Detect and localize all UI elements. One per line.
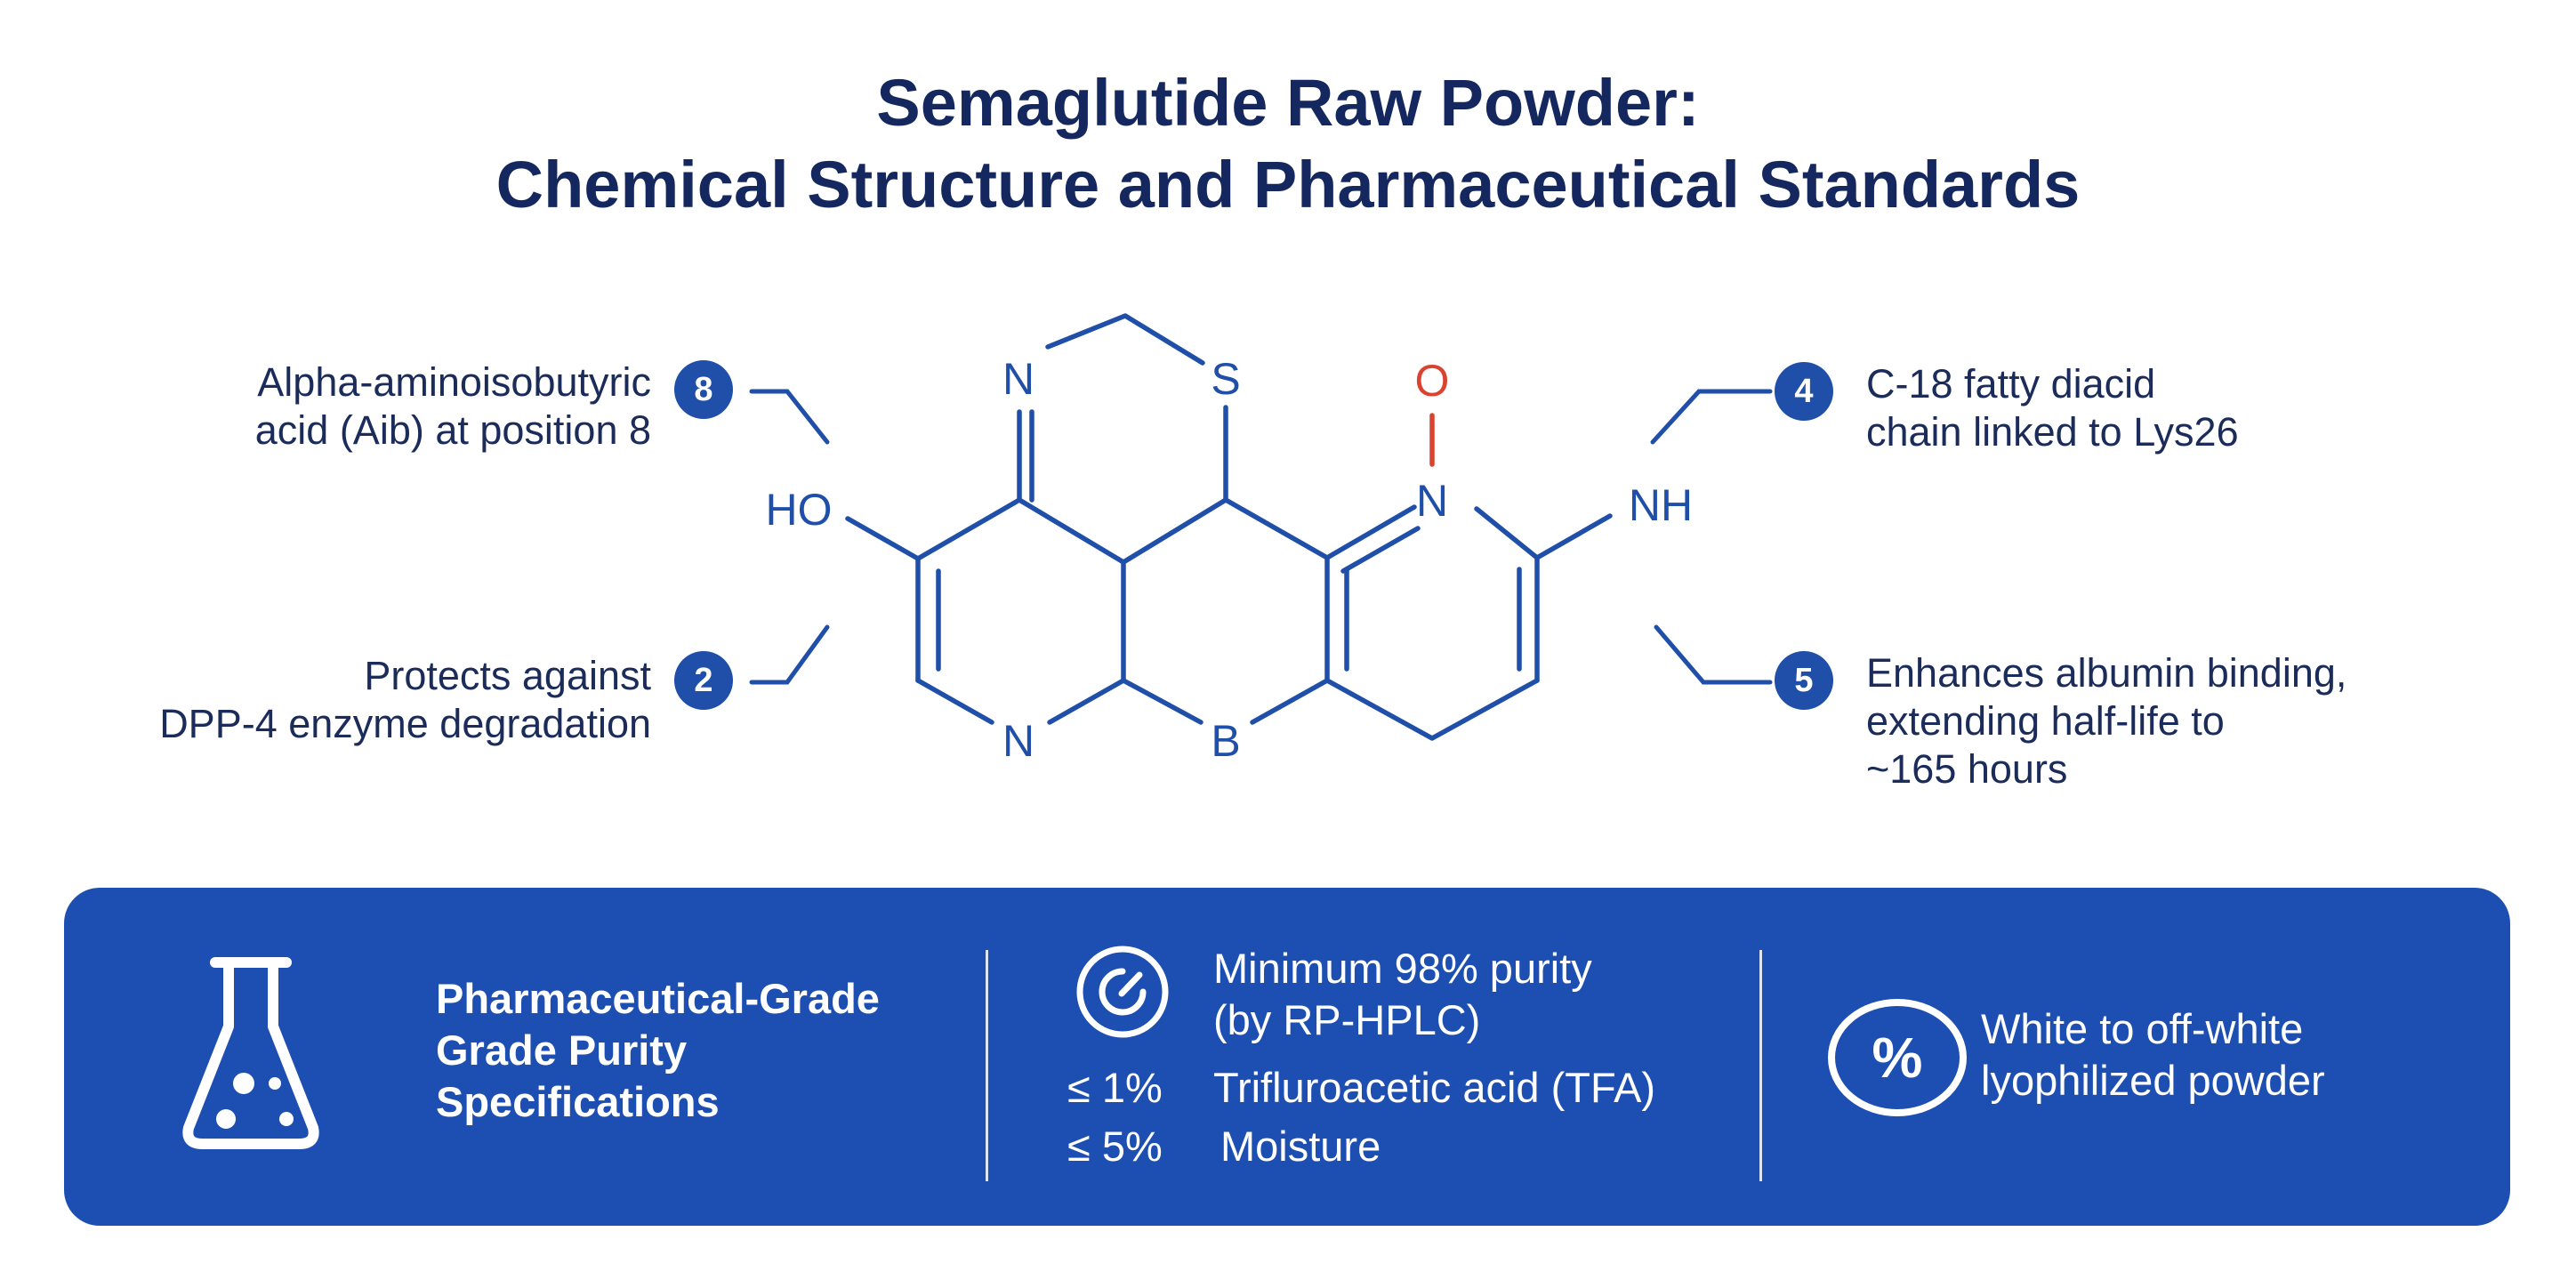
leader-line-5 [1654, 624, 1773, 685]
title-line-2: Chemical Structure and Pharmaceutical St… [495, 148, 2081, 221]
atom-n-top: N [1002, 354, 1034, 404]
page-title: Semaglutide Raw Powder: Chemical Structu… [0, 62, 2576, 226]
percent-glyph: % [1872, 1026, 1923, 1090]
callout-albumin-line-3: ~165 hours [1866, 746, 2068, 792]
callout-badge-2: 2 [674, 651, 733, 710]
title-line-1: Semaglutide Raw Powder: [876, 66, 1700, 140]
callout-aib-line-2: acid (Aib) at position 8 [254, 407, 651, 453]
tfa-limit: ≤ 1% [1067, 1064, 1163, 1111]
callout-aib: Alpha-aminoisobutyric acid (Aib) at posi… [125, 358, 651, 455]
atom-b: B [1211, 716, 1240, 766]
callout-albumin-line-1: Enhances albumin binding, [1866, 650, 2347, 696]
atom-n-mid: N [1416, 476, 1448, 526]
callout-fatty-line-1: C-18 fatty diacid [1866, 361, 2156, 407]
panel-divider-2 [1759, 950, 1762, 1181]
purity-spec: Minimum 98% purity (by RP-HPLC) [1213, 943, 1711, 1046]
appearance-spec: White to off-white lyophilized powder [1981, 1003, 2479, 1107]
callout-fatty-line-2: chain linked to Lys26 [1866, 409, 2239, 455]
atom-labels: N S O N NH HO N B [766, 354, 1694, 766]
atom-s: S [1211, 354, 1240, 404]
callout-dpp4: Protects against DPP-4 enzyme degradatio… [53, 652, 651, 748]
leader-line-2 [749, 624, 830, 685]
specifications-panel: Pharmaceutical-Grade Grade Purity Specif… [64, 888, 2510, 1226]
appearance-line-2: lyophilized powder [1981, 1057, 2325, 1104]
callout-badge-5: 5 [1775, 651, 1833, 710]
panel-divider-1 [986, 950, 988, 1181]
moisture-label: Moisture [1220, 1123, 1381, 1170]
callout-dpp4-line-1: Protects against [364, 653, 651, 698]
moisture-limit: ≤ 5% [1067, 1123, 1163, 1170]
purity-line-2: (by RP-HPLC) [1213, 996, 1481, 1043]
callout-fatty-diacid: C-18 fatty diacid chain linked to Lys26 [1866, 360, 2507, 456]
atom-nh: NH [1629, 480, 1693, 530]
callout-albumin: Enhances albumin binding, extending half… [1866, 649, 2507, 793]
atom-ho: HO [766, 485, 833, 535]
flask-icon [182, 957, 319, 1149]
atom-n-bottom: N [1002, 716, 1034, 766]
percent-icon: % [1828, 999, 1967, 1116]
leader-line-4 [1650, 389, 1773, 445]
panel-heading-line-2: Grade Purity [436, 1026, 688, 1074]
callout-badge-8: 8 [674, 360, 733, 419]
tfa-label: Trifluroacetic acid (TFA) [1213, 1064, 1656, 1111]
panel-heading-line-3: Specifications [436, 1078, 720, 1125]
atom-o: O [1415, 356, 1450, 406]
leader-line-8 [749, 389, 830, 445]
appearance-line-1: White to off-white [1981, 1005, 2304, 1052]
leader-lines [749, 389, 1773, 685]
callout-badge-4: 4 [1775, 362, 1833, 421]
molecule-structure: N S O N NH HO N B [749, 313, 1773, 766]
purity-line-1: Minimum 98% purity [1213, 945, 1592, 992]
gauge-icon [1076, 946, 1169, 1038]
panel-heading-line-1: Pharmaceutical-Grade [436, 975, 880, 1022]
bonds [845, 313, 1613, 741]
callout-albumin-line-2: extending half-life to [1866, 698, 2225, 744]
panel-heading: Pharmaceutical-Grade Grade Purity Specif… [436, 973, 1005, 1128]
callout-dpp4-line-2: DPP-4 enzyme degradation [159, 701, 651, 746]
callout-aib-line-1: Alpha-aminoisobutyric [257, 359, 651, 405]
